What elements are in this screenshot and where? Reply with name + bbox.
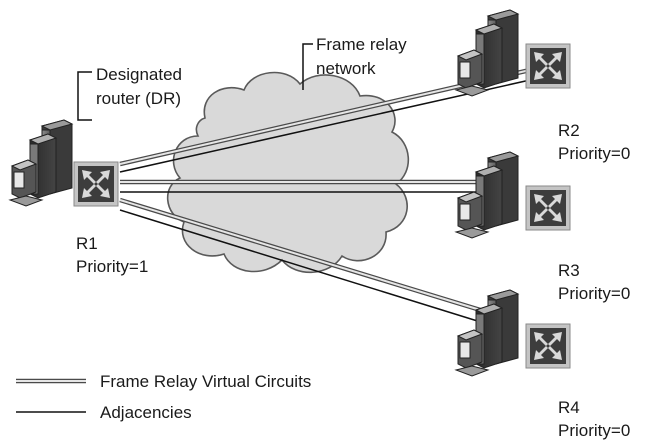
server-tower-icon: [455, 151, 519, 239]
r1-name: R1: [76, 234, 98, 253]
r1-priority: Priority=1: [76, 257, 148, 276]
dr-leader-line: [77, 71, 92, 121]
server-tower-icon: [9, 119, 73, 207]
cloud-label-line1: Frame relay: [316, 35, 407, 54]
legend: Frame Relay Virtual Circuits Adjacencies: [16, 372, 311, 422]
router-r3[interactable]: [455, 151, 571, 239]
adjacency-r1-r4: [119, 209, 501, 329]
frame-relay-cloud-icon: [166, 71, 410, 274]
adjacency-lines: [119, 79, 531, 329]
router-icon: [525, 185, 571, 231]
adjacency-r1-r2: [119, 79, 531, 173]
router-icon: [73, 161, 119, 207]
cloud-label-line2: network: [316, 59, 376, 78]
r4-priority: Priority=0: [558, 421, 630, 440]
r2-priority: Priority=0: [558, 144, 630, 163]
cloud-leader-line: [302, 43, 313, 90]
router-icon: [525, 43, 571, 89]
r2-name: R2: [558, 121, 580, 140]
router-icon: [525, 323, 571, 369]
legend-adjacencies: Adjacencies: [100, 403, 192, 422]
r3-name: R3: [558, 261, 580, 280]
r4-name: R4: [558, 398, 580, 417]
dr-label-line2: router (DR): [96, 89, 181, 108]
legend-virtual-circuits: Frame Relay Virtual Circuits: [100, 372, 311, 391]
router-r4[interactable]: [455, 289, 571, 377]
r3-priority: Priority=0: [558, 284, 630, 303]
router-r1[interactable]: [9, 119, 119, 207]
server-tower-icon: [455, 289, 519, 377]
dr-label-line1: Designated: [96, 65, 182, 84]
server-tower-icon: [455, 9, 519, 97]
